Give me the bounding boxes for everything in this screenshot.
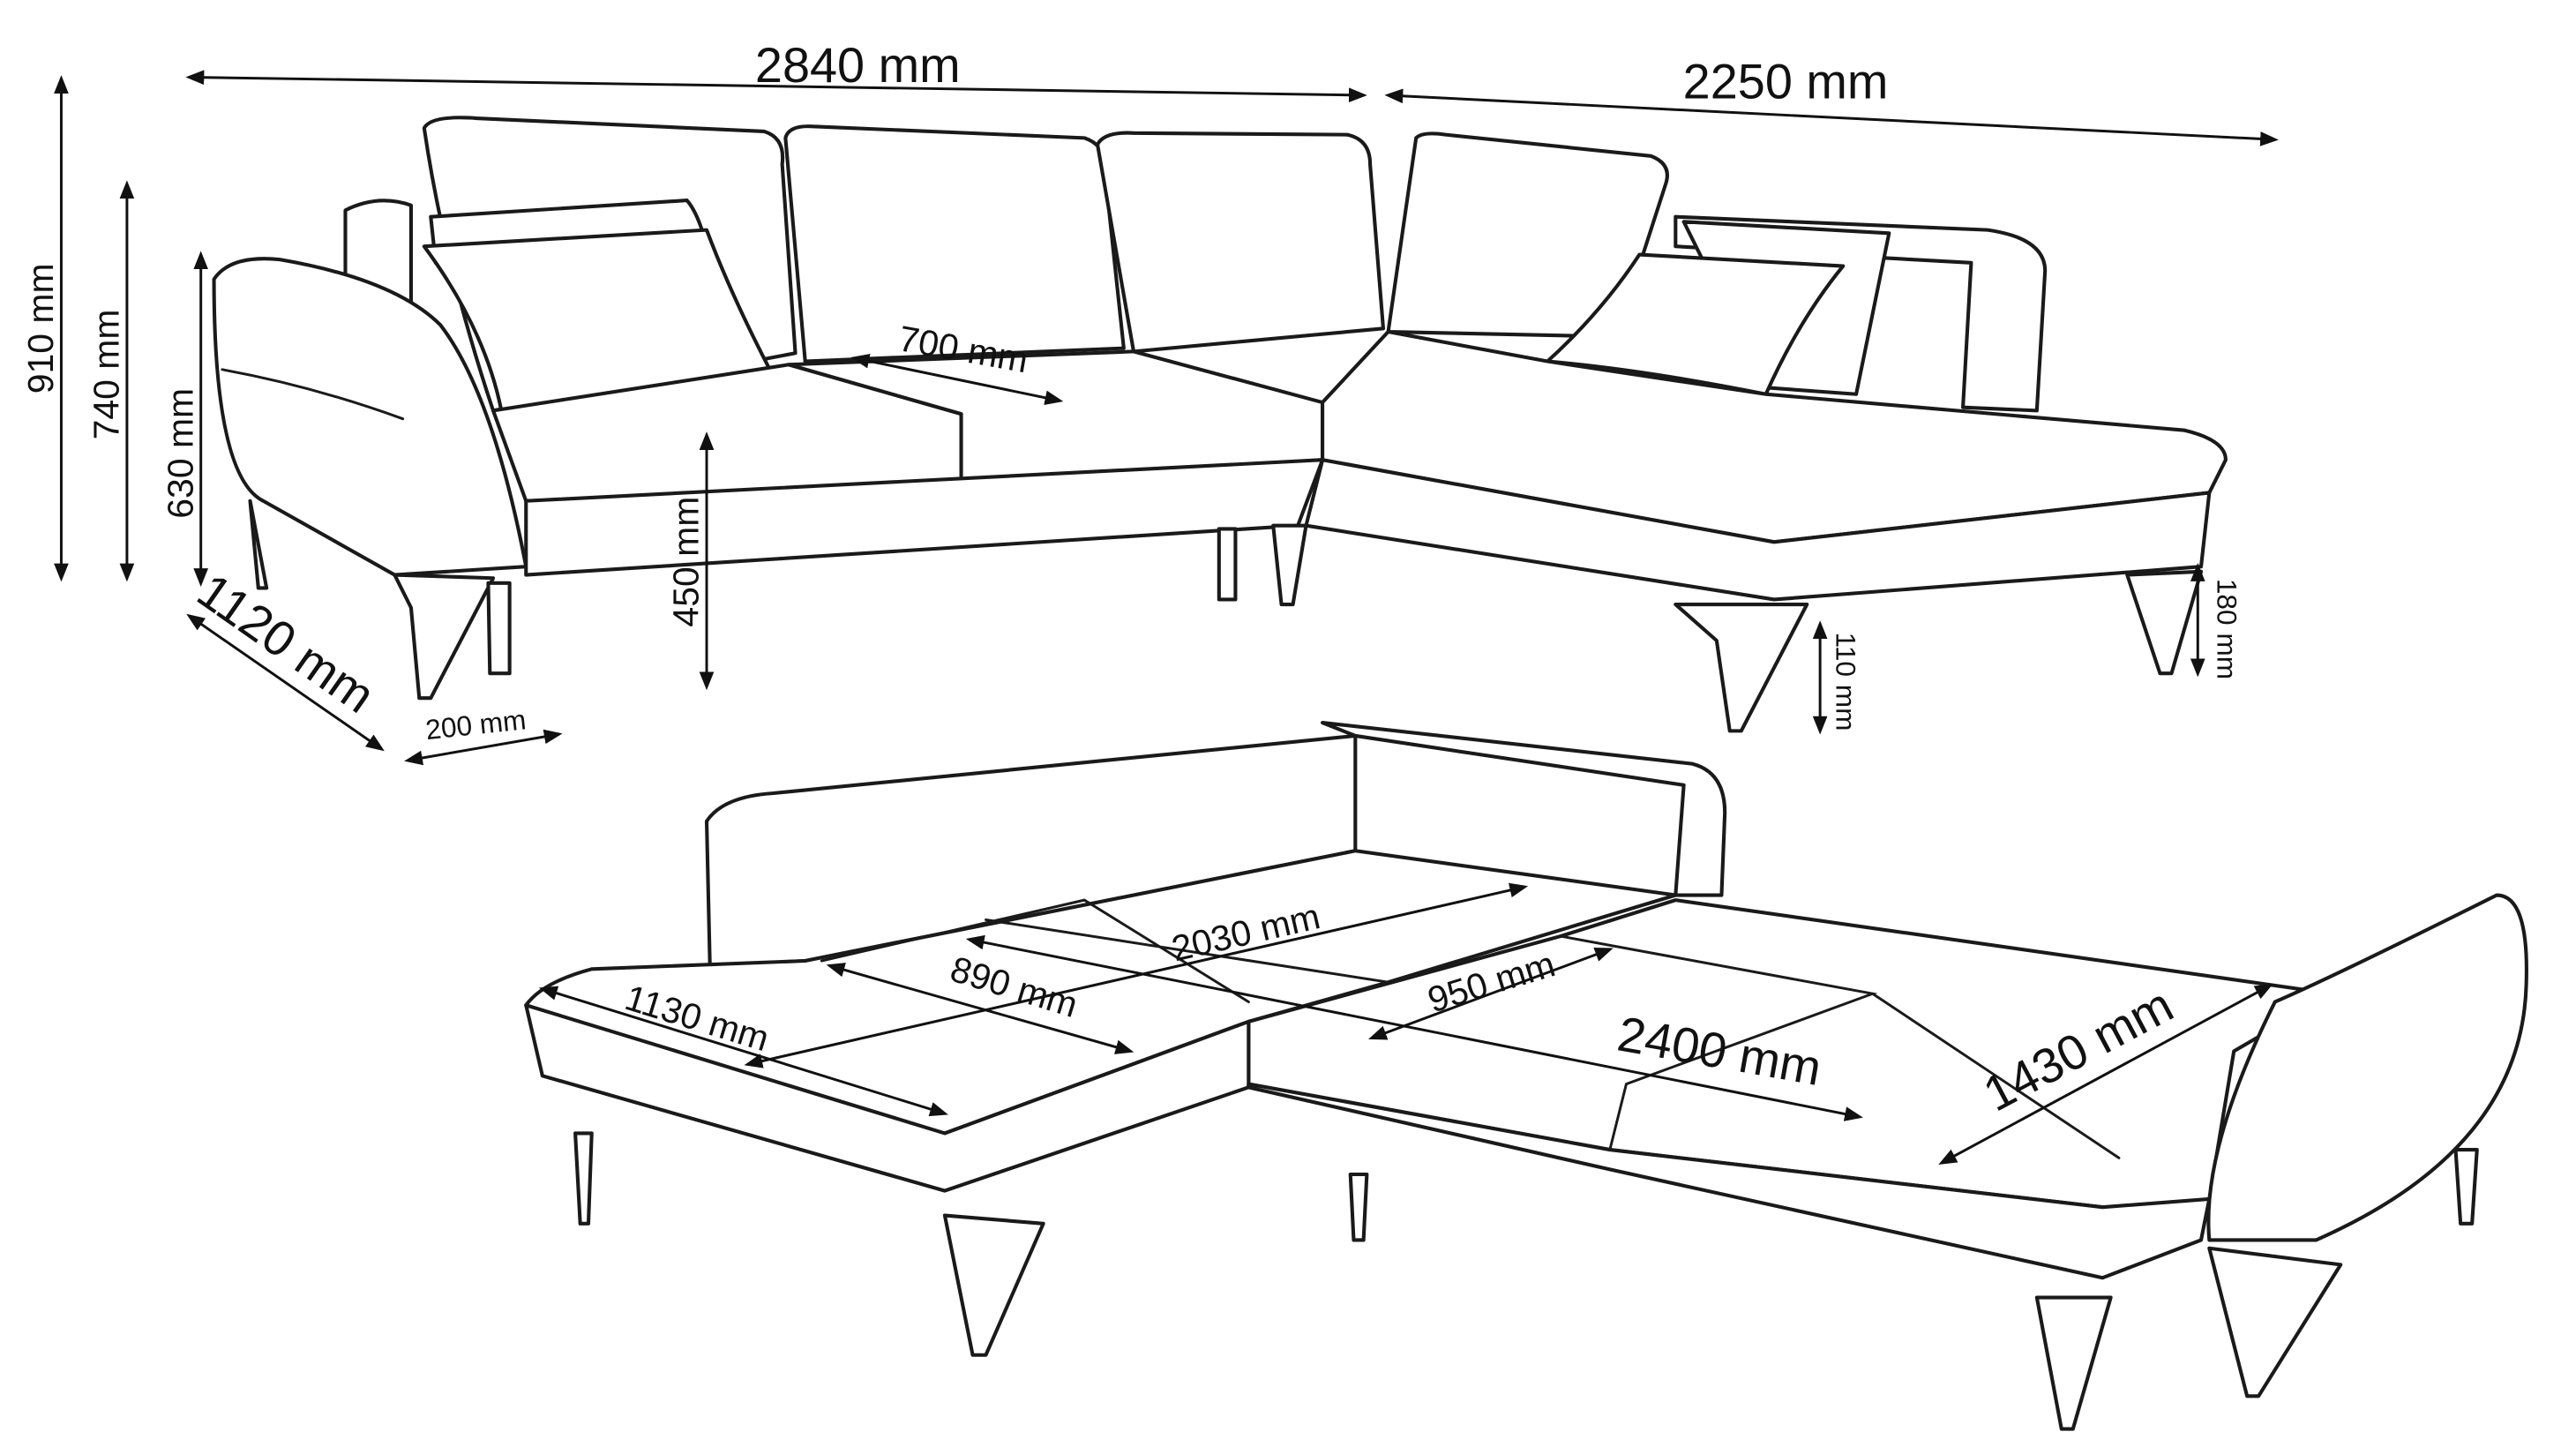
leg [393, 573, 496, 701]
left-arm [212, 257, 528, 577]
leg [573, 1131, 594, 1226]
bed-back-right [1321, 721, 1727, 897]
bed-right-arm [2206, 893, 2528, 1242]
sofa-assembled-view [212, 116, 2228, 733]
back-cushion-3 [1096, 131, 1386, 354]
dim-height-back: 740 mm [86, 309, 127, 439]
dim-height-total: 910 mm [20, 263, 61, 394]
dim-height-arm: 630 mm [160, 388, 200, 519]
dim-total-width: 2840 mm [755, 37, 961, 93]
leg [1674, 602, 1809, 733]
dim-chaise-length: 2250 mm [1683, 54, 1889, 109]
leg [1271, 523, 1308, 607]
left-arm-seam [221, 368, 405, 421]
leg [486, 581, 512, 676]
dim-depth: 1120 mm [188, 562, 385, 724]
leg [2125, 569, 2204, 676]
leg [942, 1213, 1045, 1357]
leg [1348, 1172, 1369, 1242]
leg [248, 499, 269, 590]
leg [2453, 1148, 2479, 1226]
chaise-seat [1321, 329, 2228, 544]
leg [2207, 1246, 2343, 1398]
dim-arm-width: 200 mm [424, 703, 528, 746]
leg [2034, 1295, 2113, 1431]
dim-seat-height: 450 mm [666, 497, 707, 627]
dim-leg-height-front: 110 mm [1831, 633, 1862, 731]
dim-leg-height-right: 180 mm [2212, 579, 2243, 679]
back-cushion-2 [783, 124, 1126, 364]
pillow-right [1546, 252, 1846, 396]
leg [1217, 527, 1238, 602]
